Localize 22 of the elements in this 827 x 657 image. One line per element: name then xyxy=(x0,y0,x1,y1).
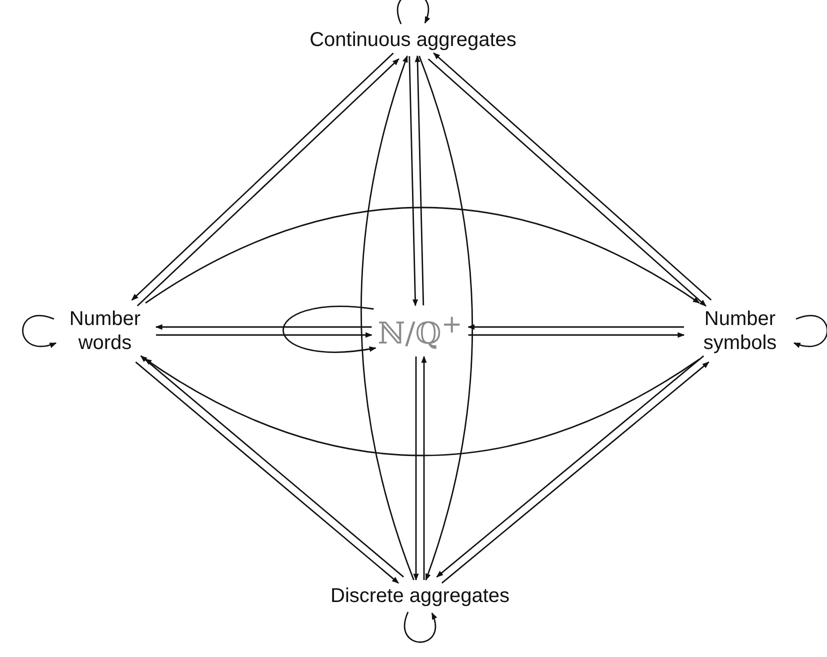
node-label: Number words xyxy=(58,305,152,357)
arrow xyxy=(421,356,427,580)
node-label: Number symbols xyxy=(688,305,792,357)
arrow xyxy=(155,324,372,330)
arrow xyxy=(282,306,376,353)
arrow xyxy=(156,332,372,338)
arrow xyxy=(22,315,57,348)
arrow xyxy=(468,324,684,330)
node-label: Discrete aggregates xyxy=(328,582,512,610)
arrow xyxy=(408,56,418,306)
math-symbol: ℕ/ℚ$^{+}$ xyxy=(376,308,464,354)
arrow xyxy=(418,56,473,581)
arrow xyxy=(468,332,685,338)
arrow xyxy=(414,55,424,306)
arrow xyxy=(413,356,419,581)
arrow xyxy=(144,358,700,456)
arrow xyxy=(793,315,827,348)
arrow xyxy=(397,0,430,24)
arrow xyxy=(360,55,414,580)
arrow xyxy=(145,206,700,304)
arrow xyxy=(404,612,437,643)
node-label: Continuous aggregates xyxy=(308,26,518,54)
